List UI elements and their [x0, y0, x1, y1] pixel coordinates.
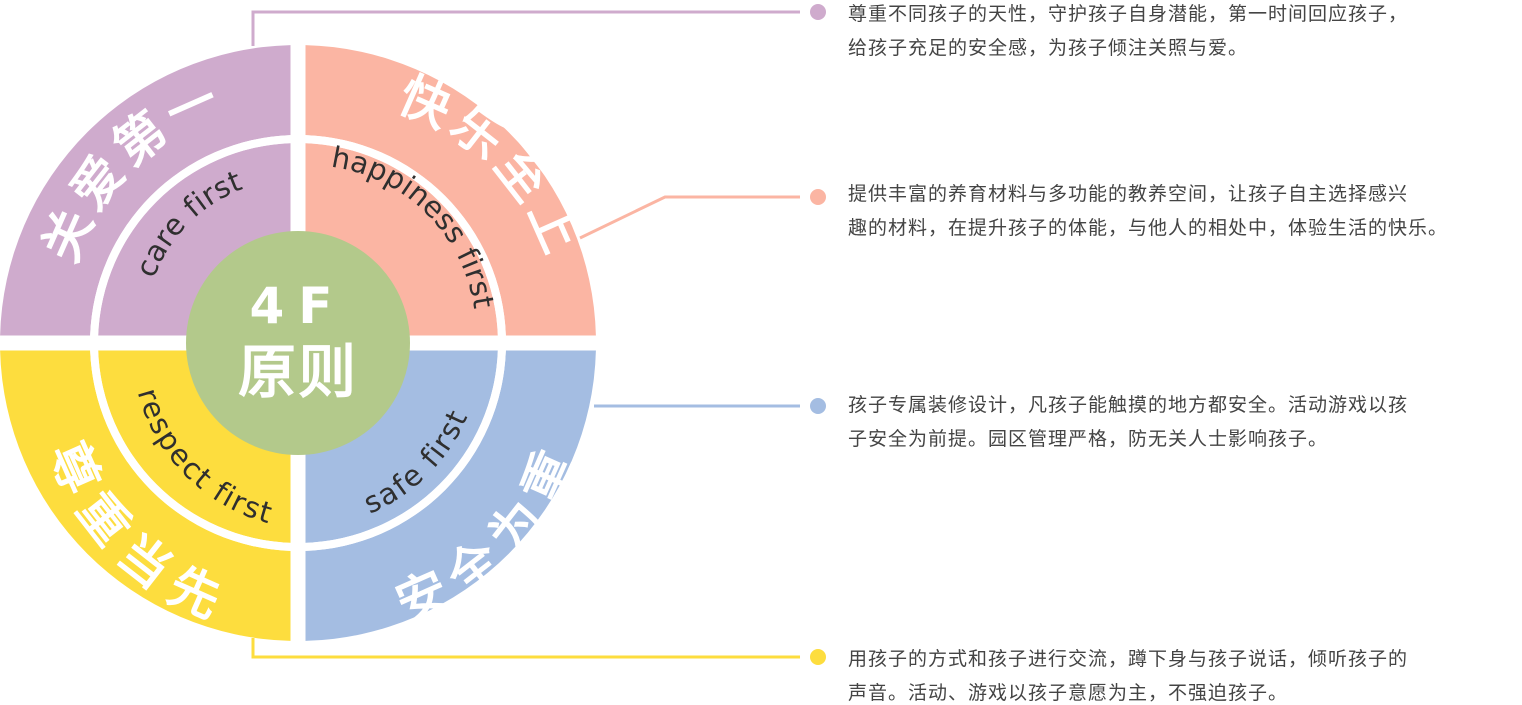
safe-inner-ring [305, 350, 498, 543]
description-bullets [810, 4, 826, 665]
care-leader-line [251, 10, 800, 46]
care-inner-ring [98, 143, 291, 336]
happiness-bullet-dot [810, 189, 826, 205]
respect-bullet-dot [810, 649, 826, 665]
quadrant-rings [0, 45, 596, 641]
care-description-line: 给孩子充足的安全感，为孩子倾注关照与爱。 [848, 37, 1249, 59]
center-circle [186, 231, 410, 455]
respect-description-line: 用孩子的方式和孩子进行交流，蹲下身与孩子说话，倾听孩子的 [848, 648, 1409, 670]
center-badge: 4F 原则 [186, 231, 410, 455]
care-outer-ring [0, 45, 291, 336]
care-description-line: 尊重不同孩子的天性，守护孩子自身潜能，第一时间回应孩子， [848, 3, 1409, 25]
leader-lines [251, 10, 800, 659]
respect-leader-line [251, 638, 800, 659]
respect-description-line: 声音。活动、游戏以孩子意愿为主，不强迫孩子。 [848, 682, 1289, 704]
respect-description: 用孩子的方式和孩子进行交流，蹲下身与孩子说话，倾听孩子的 声音。活动、游戏以孩子… [848, 642, 1518, 705]
care-description: 尊重不同孩子的天性，守护孩子自身潜能，第一时间回应孩子， 给孩子充足的安全感，为… [848, 0, 1518, 65]
happiness-leader-line [579, 195, 800, 240]
happiness-outer-ring [305, 45, 596, 336]
happiness-description-line: 提供丰富的养育材料与多功能的教养空间，让孩子自主选择感兴 [848, 183, 1409, 205]
respect-outer-ring [0, 350, 291, 641]
safe-description: 孩子专属装修设计，凡孩子能触摸的地方都安全。活动游戏以孩 子安全为前提。园区管理… [848, 388, 1518, 456]
safe-description-line: 孩子专属装修设计，凡孩子能触摸的地方都安全。活动游戏以孩 [848, 394, 1409, 416]
happiness-description-line: 趣的材料，在提升孩子的体能，与他人的相处中，体验生活的快乐。 [848, 217, 1449, 239]
happiness-inner-ring [305, 143, 498, 336]
center-title-principle: 原则 [238, 338, 358, 406]
safe-bullet-dot [810, 398, 826, 414]
care-bullet-dot [810, 4, 826, 20]
center-title-4f: 4F [250, 277, 347, 335]
respect-inner-ring [98, 350, 291, 543]
safe-outer-ring [305, 350, 596, 641]
happiness-description: 提供丰富的养育材料与多功能的教养空间，让孩子自主选择感兴 趣的材料，在提升孩子的… [848, 177, 1518, 245]
safe-description-line: 子安全为前提。园区管理严格，防无关人士影响孩子。 [848, 428, 1329, 450]
